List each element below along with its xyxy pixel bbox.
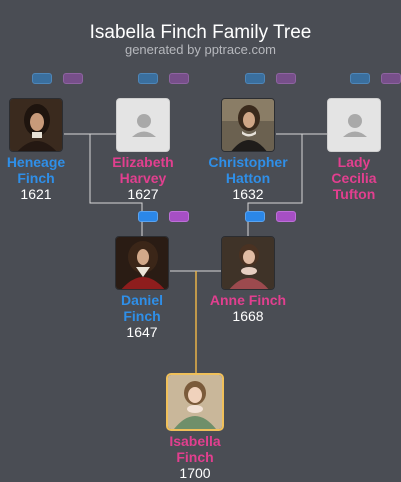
paternal-line-toggle-heneage[interactable] xyxy=(32,73,52,84)
first-name: Heneage xyxy=(6,154,66,170)
paternal-line-toggle-christopher[interactable] xyxy=(245,73,265,84)
paternal-line-toggle-elizabeth[interactable] xyxy=(138,73,158,84)
first-name: Christopher xyxy=(208,154,288,170)
last-name: Finch xyxy=(176,449,214,465)
person-card-isabella-finch[interactable]: Isabella Finch 1700 xyxy=(145,373,245,481)
maternal-line-toggle-daniel[interactable] xyxy=(169,211,189,222)
portrait-image xyxy=(222,237,274,289)
middle-name: Cecilia xyxy=(331,170,377,186)
first-name: Elizabeth xyxy=(112,154,174,170)
maternal-line-toggle-heneage[interactable] xyxy=(63,73,83,84)
person-placeholder-icon xyxy=(328,99,380,151)
last-name: Finch xyxy=(17,170,55,186)
person-card-heneage-finch[interactable]: Heneage Finch 1621 xyxy=(0,98,86,202)
portrait-anne-finch[interactable] xyxy=(221,236,275,290)
paternal-line-toggle-anne[interactable] xyxy=(245,211,265,222)
person-name[interactable]: Isabella Finch xyxy=(145,433,245,465)
maternal-line-toggle-cecilia[interactable] xyxy=(381,73,401,84)
page-subtitle: generated by pptrace.com xyxy=(124,42,277,57)
last-name: Harvey xyxy=(119,170,167,186)
birth-year: 1668 xyxy=(232,308,264,324)
person-name[interactable]: Daniel Finch xyxy=(92,292,192,324)
first-name: Isabella xyxy=(169,433,221,449)
photo-placeholder-elizabeth-harvey[interactable] xyxy=(116,98,170,152)
person-card-cecilia-tufton[interactable]: Lady Cecilia Tufton xyxy=(304,98,401,202)
person-card-elizabeth-harvey[interactable]: Elizabeth Harvey 1627 xyxy=(93,98,193,202)
person-name[interactable]: Elizabeth Harvey xyxy=(93,154,193,186)
portrait-image xyxy=(116,237,168,289)
portrait-daniel-finch[interactable] xyxy=(115,236,169,290)
portrait-image xyxy=(168,375,222,429)
birth-year: 1621 xyxy=(20,186,52,202)
paternal-line-toggle-cecilia[interactable] xyxy=(350,73,370,84)
portrait-image xyxy=(10,99,62,151)
maternal-line-toggle-anne[interactable] xyxy=(276,211,296,222)
photo-placeholder-cecilia-tufton[interactable] xyxy=(327,98,381,152)
person-name[interactable]: Lady Cecilia Tufton xyxy=(304,154,401,202)
first-name: Lady xyxy=(337,154,371,170)
birth-year: 1632 xyxy=(232,186,264,202)
person-name[interactable]: Christopher Hatton xyxy=(198,154,298,186)
first-name: Daniel xyxy=(120,292,163,308)
birth-year: 1700 xyxy=(179,465,211,481)
birth-year: 1647 xyxy=(126,324,158,340)
maternal-line-toggle-christopher[interactable] xyxy=(276,73,296,84)
portrait-image xyxy=(222,99,274,151)
last-name: Tufton xyxy=(332,186,376,202)
paternal-line-toggle-daniel[interactable] xyxy=(138,211,158,222)
page-title: Isabella Finch Family Tree xyxy=(89,22,312,43)
portrait-isabella-finch[interactable] xyxy=(166,373,224,431)
person-card-anne-finch[interactable]: Anne Finch 1668 xyxy=(198,236,298,324)
portrait-christopher-hatton[interactable] xyxy=(221,98,275,152)
last-name: Hatton xyxy=(225,170,271,186)
maternal-line-toggle-elizabeth[interactable] xyxy=(169,73,189,84)
person-card-christopher-hatton[interactable]: Christopher Hatton 1632 xyxy=(198,98,298,202)
person-card-daniel-finch[interactable]: Daniel Finch 1647 xyxy=(92,236,192,340)
portrait-heneage-finch[interactable] xyxy=(9,98,63,152)
person-name[interactable]: Anne Finch xyxy=(209,292,287,308)
birth-year: 1627 xyxy=(127,186,159,202)
last-name: Finch xyxy=(123,308,161,324)
person-name[interactable]: Heneage Finch xyxy=(0,154,86,186)
person-placeholder-icon xyxy=(117,99,169,151)
